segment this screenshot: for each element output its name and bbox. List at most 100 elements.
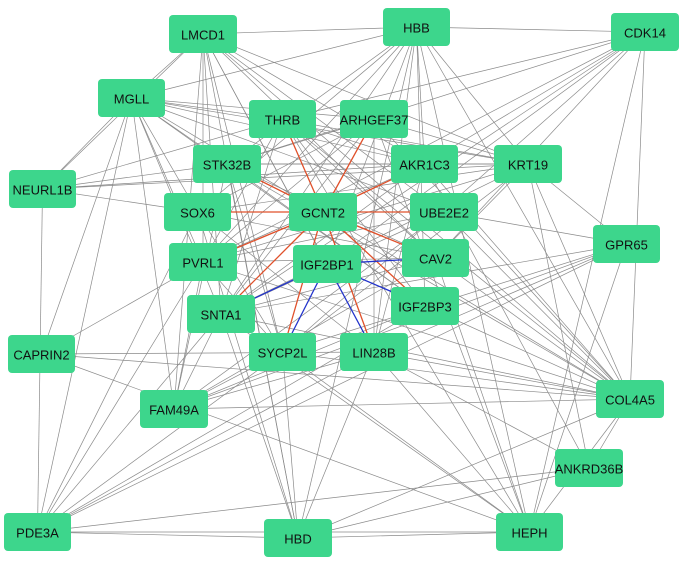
node-label: HBD [284, 532, 311, 547]
node-label: PDE3A [16, 526, 59, 541]
node-snta1[interactable]: SNTA1 [187, 295, 255, 333]
edge-lmcd1-hbb [202, 26, 417, 35]
edge-thrb-pvrl1 [202, 118, 283, 263]
edge-lmcd1-cav2 [202, 33, 436, 259]
edge-cav2-col4a5 [435, 257, 631, 400]
node-label: AKR1C3 [399, 158, 450, 173]
node-box [187, 295, 255, 333]
node-thrb[interactable]: THRB [249, 100, 316, 138]
node-box [340, 100, 408, 138]
edge-lmcd1-sycp2l [202, 33, 283, 353]
node-hbb[interactable]: HBB [383, 8, 450, 46]
edge-caprin2-col4a5 [41, 353, 631, 400]
node-ube2e2[interactable]: UBE2E2 [410, 193, 478, 231]
edge-thrb-snta1 [220, 118, 283, 315]
node-caprin2[interactable]: CAPRIN2 [8, 335, 75, 373]
edge-cdk14-stk32b [226, 31, 646, 165]
edge-ube2e2-fam49a [173, 211, 445, 410]
node-igf2bp1[interactable]: IGF2BP1 [293, 245, 361, 283]
node-stk32b[interactable]: STK32B [193, 145, 261, 183]
edge-pvrl1-fam49a [173, 261, 204, 410]
node-label: MGLL [114, 92, 149, 107]
edge-hbb-stk32b [226, 26, 417, 165]
node-label: HEPH [511, 526, 547, 541]
node-label: SNTA1 [201, 308, 242, 323]
node-krt19[interactable]: KRT19 [494, 145, 562, 183]
node-hbd[interactable]: HBD [264, 519, 332, 557]
edge-hbb-heph [416, 26, 530, 533]
node-heph[interactable]: HEPH [496, 513, 563, 551]
node-neurl1b[interactable]: NEURL1B [9, 170, 76, 208]
edge-lin28b-ankrd36b [373, 351, 590, 469]
edge-caprin2-heph [41, 353, 530, 533]
edge-pvrl1-pde3a [37, 261, 204, 533]
edge-ube2e2-col4a5 [443, 211, 631, 400]
edge-snta1-hbd [220, 313, 299, 539]
edge-hbb-snta1 [220, 26, 417, 315]
node-cdk14[interactable]: CDK14 [611, 13, 679, 51]
edge-krt19-col4a5 [527, 163, 631, 400]
node-label: UBE2E2 [419, 206, 469, 221]
node-label: CAV2 [419, 252, 452, 267]
node-ankrd36b[interactable]: ANKRD36B [555, 449, 624, 487]
edge-cav2-snta1 [220, 257, 436, 315]
node-label: COL4A5 [605, 393, 655, 408]
node-cav2[interactable]: CAV2 [402, 239, 469, 277]
node-sox6[interactable]: SOX6 [164, 193, 231, 231]
edge-mgll-krt19 [131, 97, 529, 165]
node-box [340, 333, 408, 371]
node-pvrl1[interactable]: PVRL1 [169, 243, 237, 281]
edge-cdk14-col4a5 [629, 31, 646, 400]
edge-cdk14-thrb [282, 31, 646, 120]
node-lin28b[interactable]: LIN28B [340, 333, 408, 371]
edge-krt19-ankrd36b [527, 163, 590, 469]
node-box [402, 239, 469, 277]
node-label: THRB [265, 113, 300, 128]
node-label: IGF2BP3 [398, 300, 451, 315]
edge-stk32b-igf2bp3 [226, 163, 426, 307]
node-label: CDK14 [624, 26, 666, 41]
edge-hbb-cdk14 [416, 26, 646, 33]
edge-hbb-col4a5 [416, 26, 631, 400]
node-sycp2l[interactable]: SYCP2L [249, 333, 316, 371]
edge-gpr65-fam49a [173, 243, 627, 410]
node-pde3a[interactable]: PDE3A [4, 513, 71, 551]
node-label: FAM49A [149, 403, 199, 418]
node-box [169, 243, 237, 281]
node-label: GPR65 [605, 238, 648, 253]
node-gcnt2[interactable]: GCNT2 [289, 193, 357, 231]
edge-thrb-heph [282, 118, 530, 533]
node-box [611, 13, 679, 51]
node-label: STK32B [203, 158, 251, 173]
node-box [249, 100, 316, 138]
edge-hbb-akr1c3 [416, 26, 425, 165]
edge-sox6-lin28b [197, 211, 375, 353]
node-box [293, 245, 361, 283]
edge-pde3a-hbd [37, 531, 299, 539]
edge-thrb-krt19 [282, 118, 529, 165]
node-label: PVRL1 [182, 256, 223, 271]
edge-cdk14-akr1c3 [424, 31, 646, 165]
edge-arhgef37-pvrl1 [202, 118, 375, 263]
node-box [8, 335, 75, 373]
node-box [169, 15, 237, 53]
node-box [289, 193, 357, 231]
edge-lin28b-caprin2 [41, 351, 375, 355]
edge-sycp2l-heph [282, 351, 530, 533]
node-box [140, 390, 208, 428]
node-box [164, 193, 231, 231]
node-akr1c3[interactable]: AKR1C3 [391, 145, 458, 183]
node-lmcd1[interactable]: LMCD1 [169, 15, 237, 53]
node-gpr65[interactable]: GPR65 [593, 225, 660, 263]
node-label: LIN28B [352, 346, 395, 361]
node-label: GCNT2 [301, 206, 345, 221]
node-arhgef37[interactable]: ARHGEF37 [340, 100, 409, 138]
node-fam49a[interactable]: FAM49A [140, 390, 208, 428]
edge-mgll-pvrl1 [131, 97, 204, 263]
edge-gpr65-lin28b [373, 243, 627, 353]
node-mgll[interactable]: MGLL [98, 79, 165, 117]
node-col4a5[interactable]: COL4A5 [596, 380, 664, 418]
node-box [494, 145, 562, 183]
node-igf2bp3[interactable]: IGF2BP3 [391, 287, 459, 325]
